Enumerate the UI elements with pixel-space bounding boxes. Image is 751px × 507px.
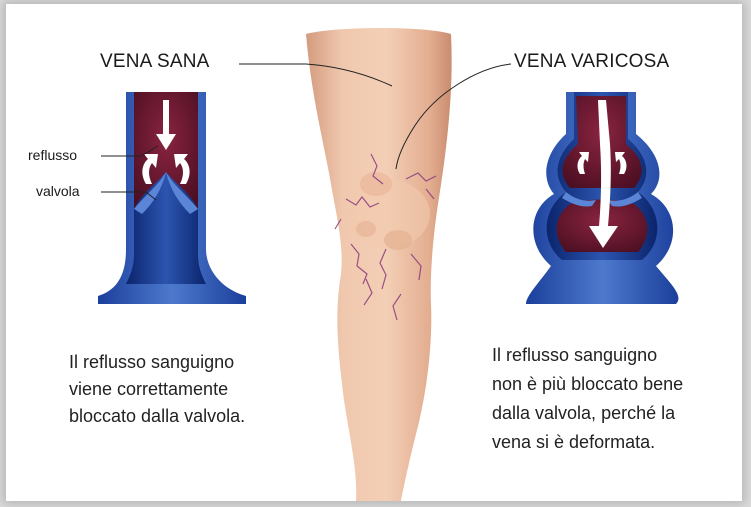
left-caption: Il reflusso sanguigno viene correttament…: [69, 349, 319, 430]
varicose-vein-label: VENA VARICOSA: [514, 51, 669, 73]
leg: [306, 28, 452, 501]
right-caption: Il reflusso sanguigno non è più bloccato…: [492, 341, 732, 457]
caption-line: dalla valvola, perché la: [492, 399, 732, 428]
varicose-vein-panel: [526, 92, 678, 304]
caption-line: bloccato dalla valvola.: [69, 403, 319, 430]
healthy-vein-label: VENA SANA: [100, 51, 210, 73]
caption-line: non è più bloccato bene: [492, 370, 732, 399]
reflux-label: reflusso: [28, 147, 77, 163]
caption-line: vena si è deformata.: [492, 428, 732, 457]
illustration-frame: VENA SANA VENA VARICOSA reflusso valvola…: [6, 4, 742, 501]
caption-line: Il reflusso sanguigno: [69, 349, 319, 376]
healthy-vein-panel: [98, 92, 246, 304]
valve-label: valvola: [36, 183, 80, 199]
caption-line: viene correttamente: [69, 376, 319, 403]
caption-line: Il reflusso sanguigno: [492, 341, 732, 370]
